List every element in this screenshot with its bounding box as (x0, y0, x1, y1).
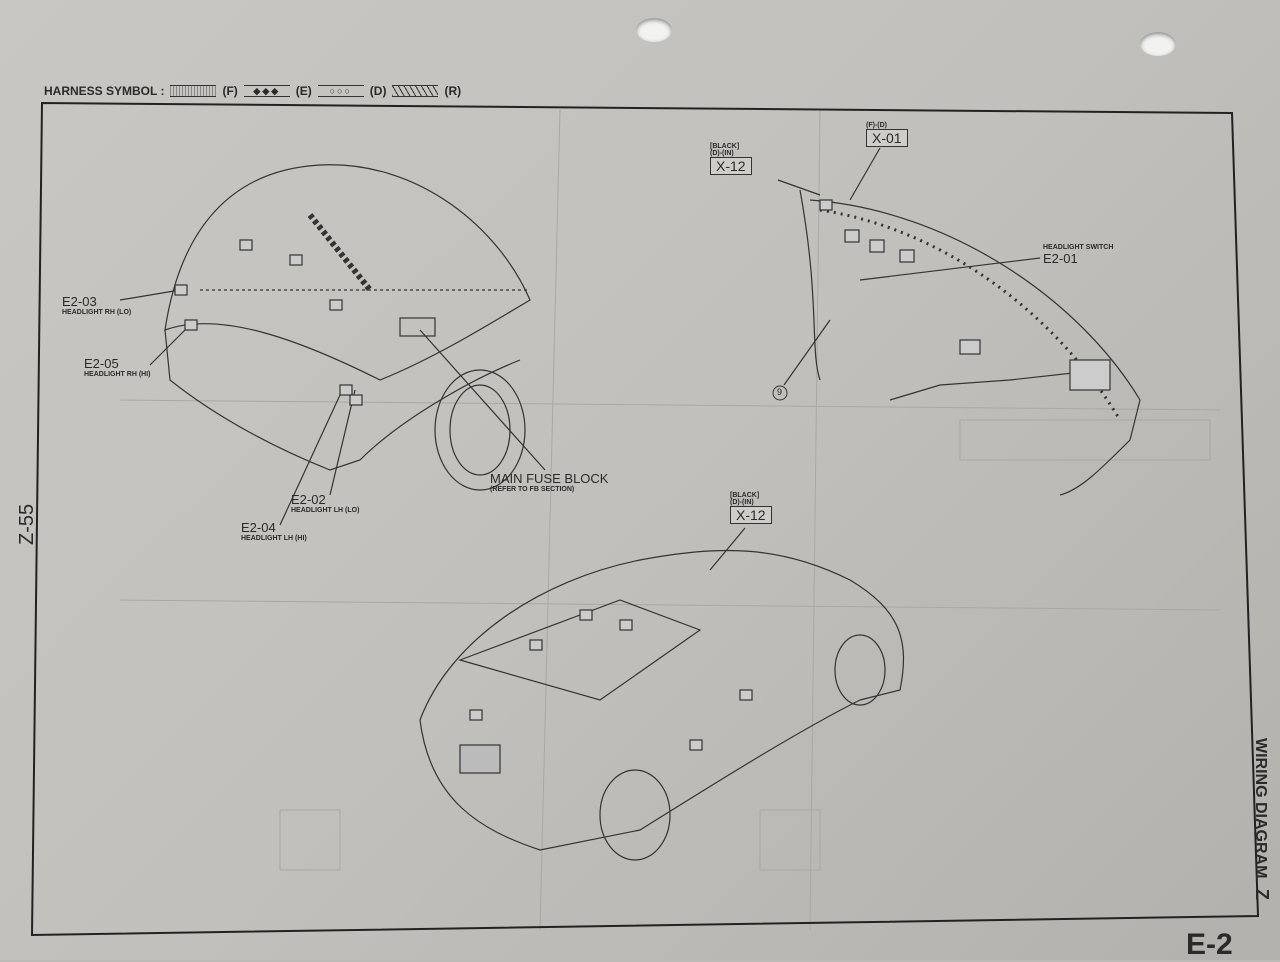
symbol-f-swatch (170, 85, 217, 97)
connector-x-12-dash: [BLACK] (D)-(IN) X-12 (710, 143, 752, 176)
fuse-block-ref: (REFER TO FB SECTION) (490, 486, 575, 493)
rear-body-sketch (419, 527, 905, 861)
connector-id-box: X-01 (866, 129, 908, 147)
symbol-f-code: (F) (222, 84, 238, 98)
connector-e2-04: E2-04 HEADLIGHT LH (HI) (241, 520, 307, 542)
connector-id: E2-01 (1043, 251, 1078, 266)
connector-id-box: X-12 (710, 157, 752, 175)
harness-symbol-legend: HARNESS SYMBOL : (F) ◆◆◆ (E) ○○○ (D) (R) (44, 84, 461, 98)
connector-id: E2-04 (241, 520, 276, 535)
faded-background-schematic (119, 109, 1221, 931)
punch-hole (1140, 32, 1176, 56)
connector-desc: HEADLIGHT RH (HI) (84, 371, 151, 378)
connector-desc: HEADLIGHT SWITCH (1043, 244, 1114, 251)
instrument-panel-sketch (777, 147, 1141, 496)
side-letter: Z (1252, 888, 1272, 900)
connector-id: E2-03 (62, 294, 97, 309)
front-engine-bay-sketch (119, 164, 546, 526)
side-title-text: WIRING DIAGRAM (1252, 738, 1269, 879)
connector-desc: HEADLIGHT RH (LO) (62, 309, 132, 316)
connector-id: E2-05 (84, 356, 119, 371)
connector-e2-03: E2-03 HEADLIGHT RH (LO) (62, 294, 131, 316)
connector-type: (D)-(IN) (730, 499, 754, 506)
side-title: WIRING DIAGRAM Z (1251, 738, 1272, 900)
symbol-e-swatch: ◆◆◆ (243, 85, 290, 97)
symbol-e-code: (E) (295, 84, 312, 98)
symbol-d-code: (D) (369, 84, 387, 98)
symbol-d-swatch: ○○○ (317, 85, 364, 97)
connector-x-01: (F)-(D) X-01 (866, 122, 908, 148)
connector-type: (F)-(D) (866, 122, 887, 129)
connector-e2-05: E2-05 HEADLIGHT RH (HI) (84, 356, 151, 378)
connector-color: [BLACK] (730, 492, 760, 499)
connector-id: E2-02 (291, 492, 326, 507)
connector-desc: HEADLIGHT LH (LO) (291, 507, 360, 514)
fuse-block-title: MAIN FUSE BLOCK (490, 471, 609, 486)
connector-desc: HEADLIGHT LH (HI) (241, 535, 307, 542)
diagram-frame (30, 101, 1260, 937)
connector-e2-02: E2-02 HEADLIGHT LH (LO) (291, 492, 359, 514)
connector-id-box: X-12 (730, 506, 772, 524)
connector-type: (D)-(IN) (710, 150, 734, 157)
ground-point-number: 9 (777, 387, 783, 397)
main-fuse-block-label: MAIN FUSE BLOCK (REFER TO FB SECTION) (490, 471, 608, 493)
connector-color: [BLACK] (710, 143, 740, 150)
connector-e2-01: HEADLIGHT SWITCH E2-01 (1043, 244, 1113, 266)
page-number-left: Z-55 (16, 503, 38, 545)
punch-hole (636, 18, 672, 42)
ground-point-circle (772, 385, 788, 401)
symbol-r-swatch (392, 85, 439, 97)
page-number: E-2 (1186, 928, 1233, 961)
connector-x-12-rear: [BLACK] (D)-(IN) X-12 (730, 492, 772, 525)
legend-label: HARNESS SYMBOL : (44, 84, 165, 98)
symbol-r-code: (R) (444, 84, 462, 98)
